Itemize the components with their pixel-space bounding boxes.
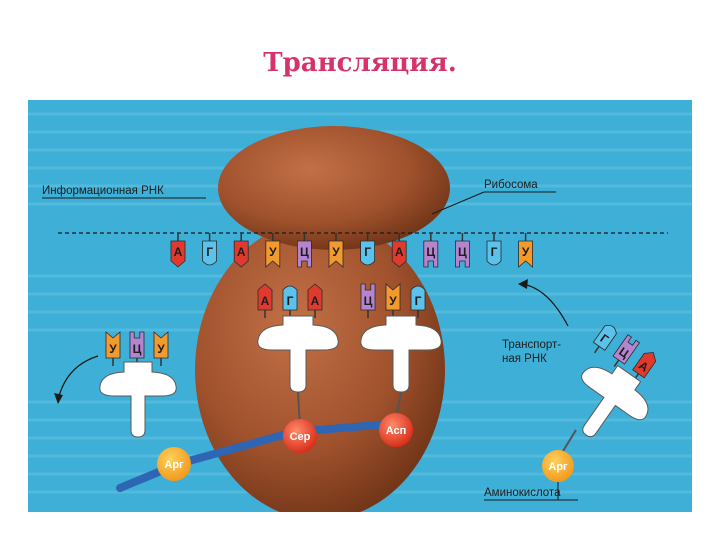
mrna-nucleotide: Ц [297,233,312,268]
label-amino-acid: Аминокислота [484,482,578,501]
svg-text:Арг: Арг [164,459,184,471]
svg-text:У: У [157,342,165,356]
left-departing-arrow [57,355,99,401]
svg-text:Ц: Ц [300,245,309,259]
svg-text:Г: Г [364,245,371,259]
svg-text:Ц: Ц [133,342,142,356]
anticodon-nucleotide: Г [410,285,426,318]
center-trna-right [360,315,442,393]
svg-text:Г: Г [415,294,422,308]
svg-text:Аминокислота: Аминокислота [484,487,561,499]
anticodon-nucleotide: У [105,331,121,366]
anticodon-nucleotide: У [385,283,401,318]
svg-text:Ц: Ц [426,245,435,259]
mrna-nucleotide: Г [360,233,375,266]
svg-text:У: У [332,245,340,259]
right-anticodons: ГЦА [592,325,657,381]
anticodon-nucleotide: А [307,283,323,318]
anticodon-nucleotide: А [257,283,273,318]
svg-text:Г: Г [491,245,498,259]
anticodon-nucleotide: Г [592,325,617,354]
mrna-nucleotide: А [233,233,249,268]
svg-text:У: У [389,294,397,308]
mrna-nucleotide: У [328,233,344,268]
amino-acid-arg-trna: Арг [542,450,574,482]
svg-text:Г: Г [287,294,294,308]
svg-text:Рибосома: Рибосома [484,179,538,191]
label-mrna: Информационная РНК [42,185,206,199]
svg-text:У: У [522,245,530,259]
svg-text:У: У [109,342,117,356]
svg-text:Транспорт-: Транспорт- [502,339,561,351]
anticodon-nucleotide: А [632,352,657,381]
ribosome-small-subunit [218,126,450,250]
amino-acid-arg-chain: Арг [157,447,191,481]
amino-acid-asp: Асп [379,413,413,447]
label-trna: Транспорт- ная РНК [502,339,561,365]
mrna-nucleotide: У [265,233,281,268]
page-title: Трансляция. [263,48,457,78]
svg-text:У: У [269,245,277,259]
mrna-nucleotide: У [518,233,533,268]
svg-text:А: А [311,294,320,308]
svg-text:Сер: Сер [290,431,311,443]
anticodon-nucleotide: Г [282,285,298,318]
svg-text:Информационная РНК: Информационная РНК [42,185,164,197]
svg-text:Арг: Арг [548,461,568,473]
mrna-nucleotide: А [391,233,407,268]
amino-acid-ser: Сер [283,419,317,453]
svg-text:А: А [174,245,183,259]
svg-text:А: А [237,245,246,259]
right-trna: ГЦА Арг [518,279,657,482]
mrna-nucleotide: Ц [455,233,470,268]
anticodon-nucleotide: У [153,331,169,366]
svg-text:ная РНК: ная РНК [502,353,547,365]
mrna-nucleotide: Г [486,233,502,266]
mrna-nucleotide: Г [202,233,217,266]
svg-text:Ц: Ц [458,245,467,259]
label-ribosome: Рибосома [431,179,556,215]
svg-text:А: А [261,294,270,308]
svg-text:А: А [395,245,404,259]
anticodon-nucleotide: Ц [612,334,640,368]
svg-text:Асп: Асп [386,425,407,437]
svg-text:Ц: Ц [364,294,373,308]
mrna-nucleotide: А [170,233,186,268]
svg-text:Г: Г [206,245,213,259]
mrna-nucleotide: Ц [423,233,439,268]
anticodon-nucleotide: Ц [360,283,376,318]
